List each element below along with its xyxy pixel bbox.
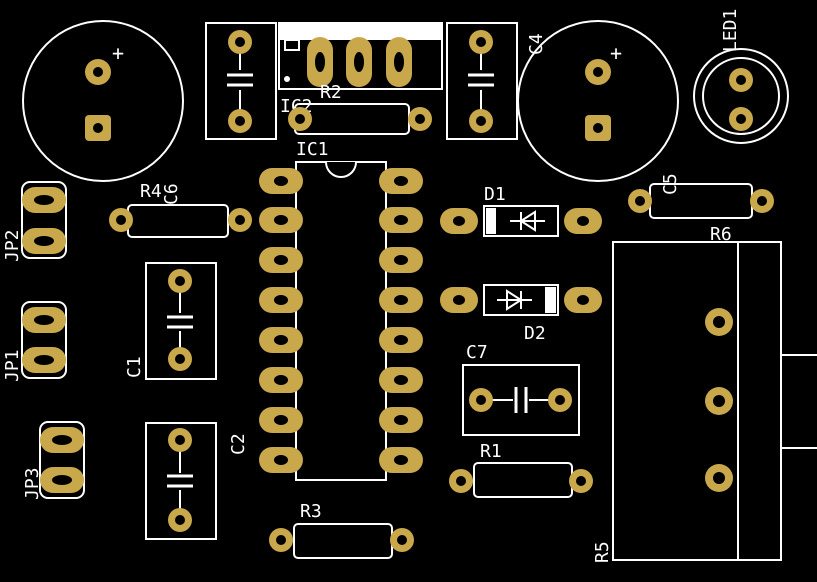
drill-hole xyxy=(394,455,408,465)
capacitor-c7: C7 xyxy=(462,342,580,436)
label-c1: C1 xyxy=(124,356,145,378)
label-r2: R2 xyxy=(320,82,342,103)
capacitor-c1: C1 xyxy=(124,262,217,380)
capacitor-c2: C2 xyxy=(145,422,249,540)
label-r4: R4 xyxy=(140,181,162,202)
drill-hole xyxy=(274,335,288,345)
drill-hole xyxy=(274,255,288,265)
resistor-r4: R4 C6 xyxy=(109,181,252,238)
regulator-ic2: R2 IC2 xyxy=(278,22,443,117)
trimmer-r5: R6 R5 xyxy=(592,224,817,563)
capacitor-c-top-left xyxy=(205,22,277,140)
drill-hole xyxy=(394,375,408,385)
drill-hole xyxy=(394,176,408,186)
label-c4: C4 xyxy=(526,33,547,55)
drill-hole xyxy=(274,455,288,465)
label-d1: D1 xyxy=(484,184,506,205)
label-ic1: IC1 xyxy=(296,139,329,160)
label-c7: C7 xyxy=(466,342,488,363)
label-r3: R3 xyxy=(300,501,322,522)
drill-hole xyxy=(394,255,408,265)
label-jp3: JP3 xyxy=(22,467,43,500)
led1: LED1 xyxy=(693,9,789,144)
jumper-jp3: JP3 xyxy=(22,421,85,500)
label-jp2: JP2 xyxy=(2,229,23,262)
drill-hole xyxy=(394,335,408,345)
drill-hole xyxy=(274,375,288,385)
label-d2: D2 xyxy=(524,323,546,344)
drill-hole xyxy=(394,295,408,305)
label-r5: R5 xyxy=(592,541,613,563)
jumper-jp2: JP2 xyxy=(2,181,67,262)
drill-hole xyxy=(274,295,288,305)
resistor-r2 xyxy=(288,103,432,135)
label-r1: R1 xyxy=(480,441,502,462)
ic1-dip16: IC1 xyxy=(259,139,423,481)
plus-sign-left: + xyxy=(112,41,124,65)
drill-hole xyxy=(274,215,288,225)
label-r6: R6 xyxy=(710,224,732,245)
label-jp1: JP1 xyxy=(2,349,23,382)
electrolytic-capacitor-left: + xyxy=(22,20,184,182)
resistor-r3: R3 xyxy=(269,501,414,559)
diode-d1: D1 xyxy=(440,184,602,237)
label-c6: C6 xyxy=(161,183,182,205)
capacitor-c5: C5 xyxy=(628,173,774,219)
label-c2: C2 xyxy=(228,433,249,455)
resistor-r1: R1 xyxy=(449,441,593,498)
diode-d2: D2 xyxy=(440,284,602,344)
plus-sign-right: + xyxy=(610,41,622,65)
drill-hole xyxy=(274,176,288,186)
label-c5: C5 xyxy=(660,173,681,195)
drill-hole xyxy=(394,215,408,225)
label-led1: LED1 xyxy=(720,9,741,52)
capacitor-c4: C4 xyxy=(446,22,547,140)
jumper-jp1: JP1 xyxy=(2,301,67,382)
drill-hole xyxy=(274,415,288,425)
drill-hole xyxy=(394,415,408,425)
